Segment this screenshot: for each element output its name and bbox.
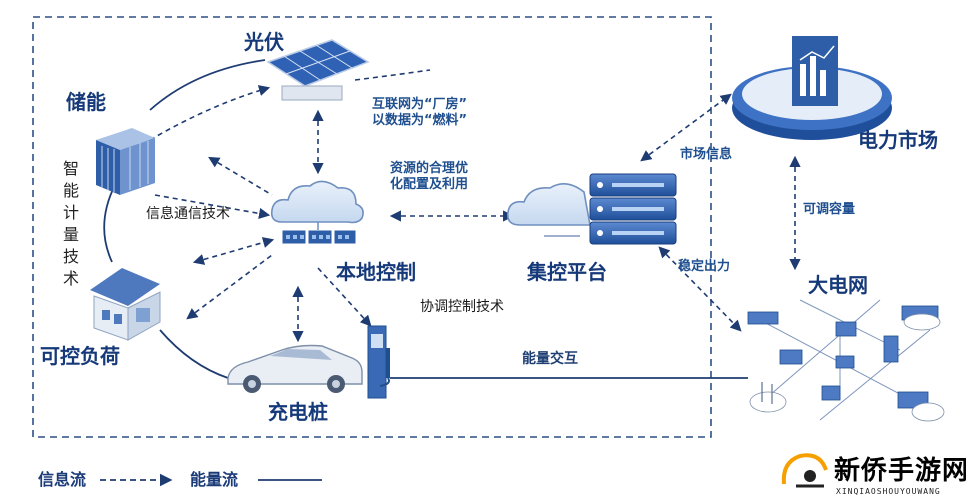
- note-comm-tech: 信息通信技术: [146, 206, 230, 222]
- label-local-control: 本地控制: [336, 260, 416, 284]
- label-central-platform: 集控平台: [527, 260, 607, 284]
- note-market-info: 市场信息: [680, 147, 733, 162]
- watermark-logo: [781, 453, 828, 488]
- vertical-label-metering: 智 能 计 量 技 术: [62, 159, 79, 288]
- grid-network-icon: [747, 299, 945, 422]
- battery-storage-icon: [96, 128, 155, 195]
- note-data-fuel: 以数据为“燃料”: [372, 113, 468, 128]
- solar-panel-icon: [266, 39, 370, 101]
- info-flow-arrows: [149, 69, 801, 343]
- power-market-icon: [732, 36, 892, 140]
- note-coord-tech: 协调控制技术: [420, 299, 504, 315]
- system-boundary: [32, 16, 712, 438]
- label-load: 可控负荷: [40, 344, 120, 368]
- electric-car-icon: [227, 344, 363, 393]
- watermark-pinyin: XINQIAOSHOUYOUWANG: [836, 487, 941, 496]
- label-power-market: 电力市场: [858, 128, 938, 152]
- energy-flow-lines: [103, 59, 748, 379]
- note-stable-output: 稳定出力: [678, 259, 731, 274]
- local-control-cloud-icon: [270, 180, 364, 245]
- central-platform-icon: [506, 173, 677, 245]
- watermark-name: 新侨手游网: [834, 456, 966, 486]
- note-adjustable: 可调容量: [803, 202, 856, 217]
- note-resource-2: 化配置及利用: [390, 177, 469, 192]
- label-grid: 大电网: [808, 273, 868, 297]
- legend-energy-label: 能量流: [190, 470, 239, 489]
- note-energy-exchange: 能量交互: [522, 351, 578, 367]
- note-internet: 互联网为“厂房”: [372, 97, 468, 112]
- label-storage: 储能: [66, 90, 106, 114]
- note-resource-1: 资源的合理优: [390, 161, 469, 176]
- label-pv: 光伏: [244, 30, 284, 54]
- house-icon: [90, 268, 161, 341]
- label-charger: 充电桩: [268, 400, 328, 424]
- charging-pile-icon: [367, 325, 390, 399]
- legend-info-label: 信息流: [38, 470, 87, 489]
